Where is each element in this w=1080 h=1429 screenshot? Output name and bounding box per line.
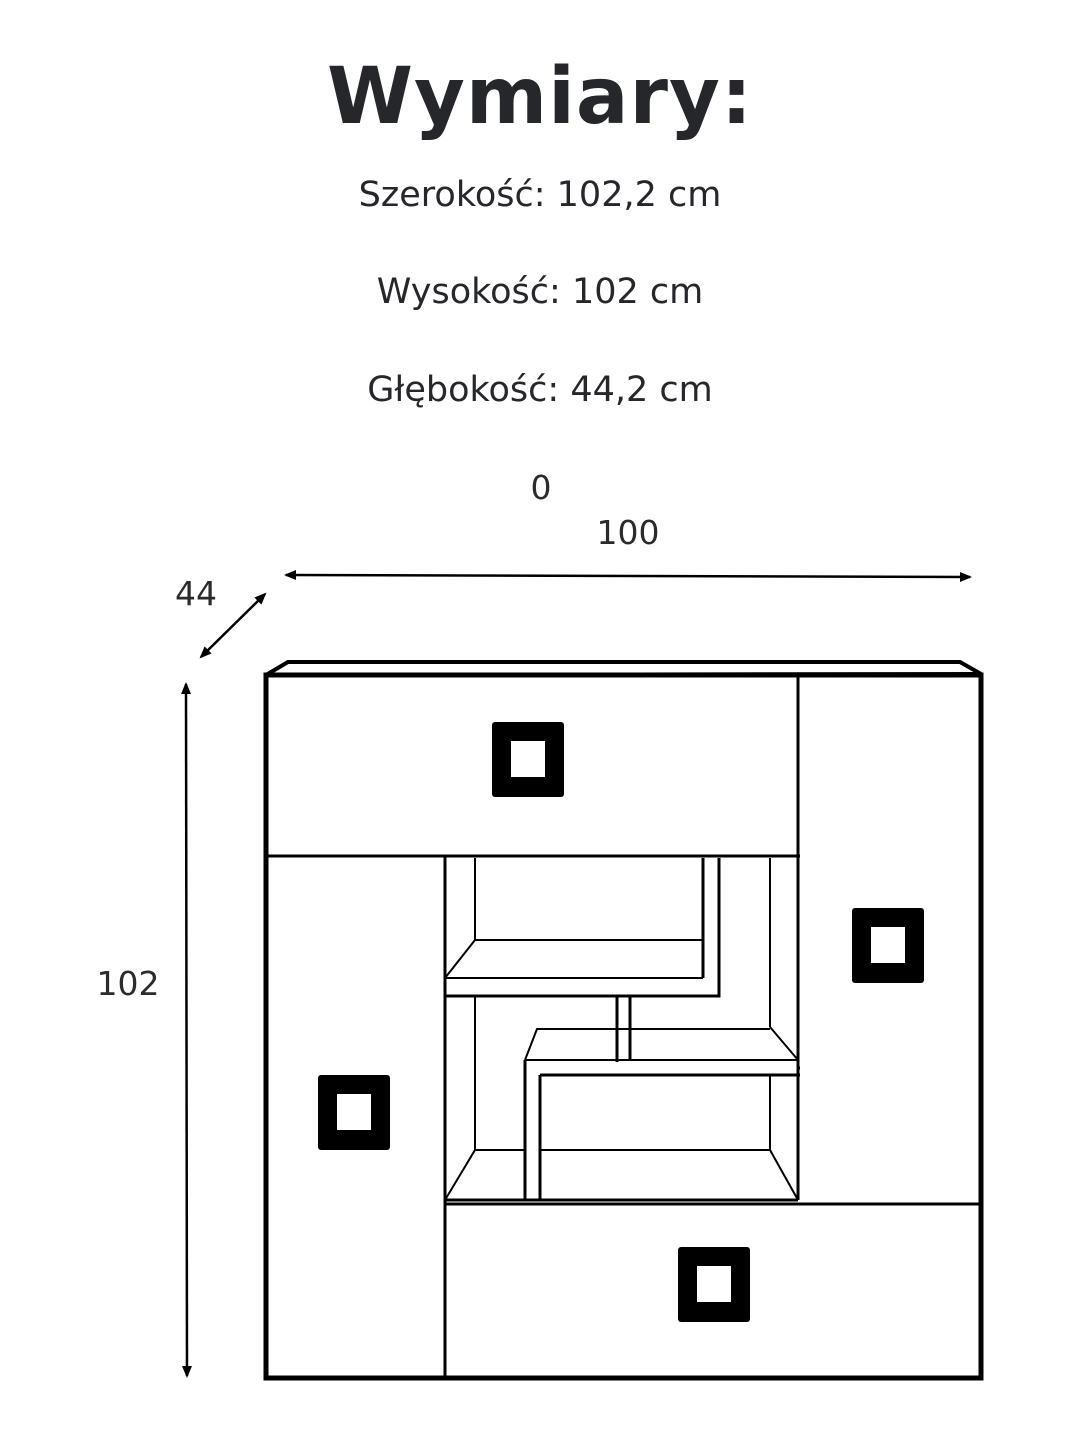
handle-icon	[492, 722, 564, 797]
height-dimension-arrow	[181, 682, 192, 1378]
open-shelf-compartment	[444, 858, 800, 1202]
handle-icon	[318, 1075, 390, 1150]
depth-spec: Głębokość: 44,2 cm	[367, 370, 713, 410]
depth-dimension-arrow	[199, 592, 267, 659]
dimension-label-height: 102	[97, 964, 160, 1003]
handle-icon	[852, 908, 924, 983]
top-panel	[266, 675, 800, 1200]
dimension-label-width: 100	[597, 513, 660, 552]
height-spec: Wysokość: 102 cm	[376, 272, 704, 312]
dimension-label-depth: 44	[175, 574, 217, 613]
page-title: Wymiary:	[326, 52, 754, 142]
width-dimension-arrow	[284, 570, 972, 582]
cabinet-body	[263, 660, 984, 1381]
handle-icon	[678, 1247, 750, 1322]
width-spec: Szerokość: 102,2 cm	[358, 175, 722, 215]
dimension-label-zero: 0	[531, 468, 552, 507]
